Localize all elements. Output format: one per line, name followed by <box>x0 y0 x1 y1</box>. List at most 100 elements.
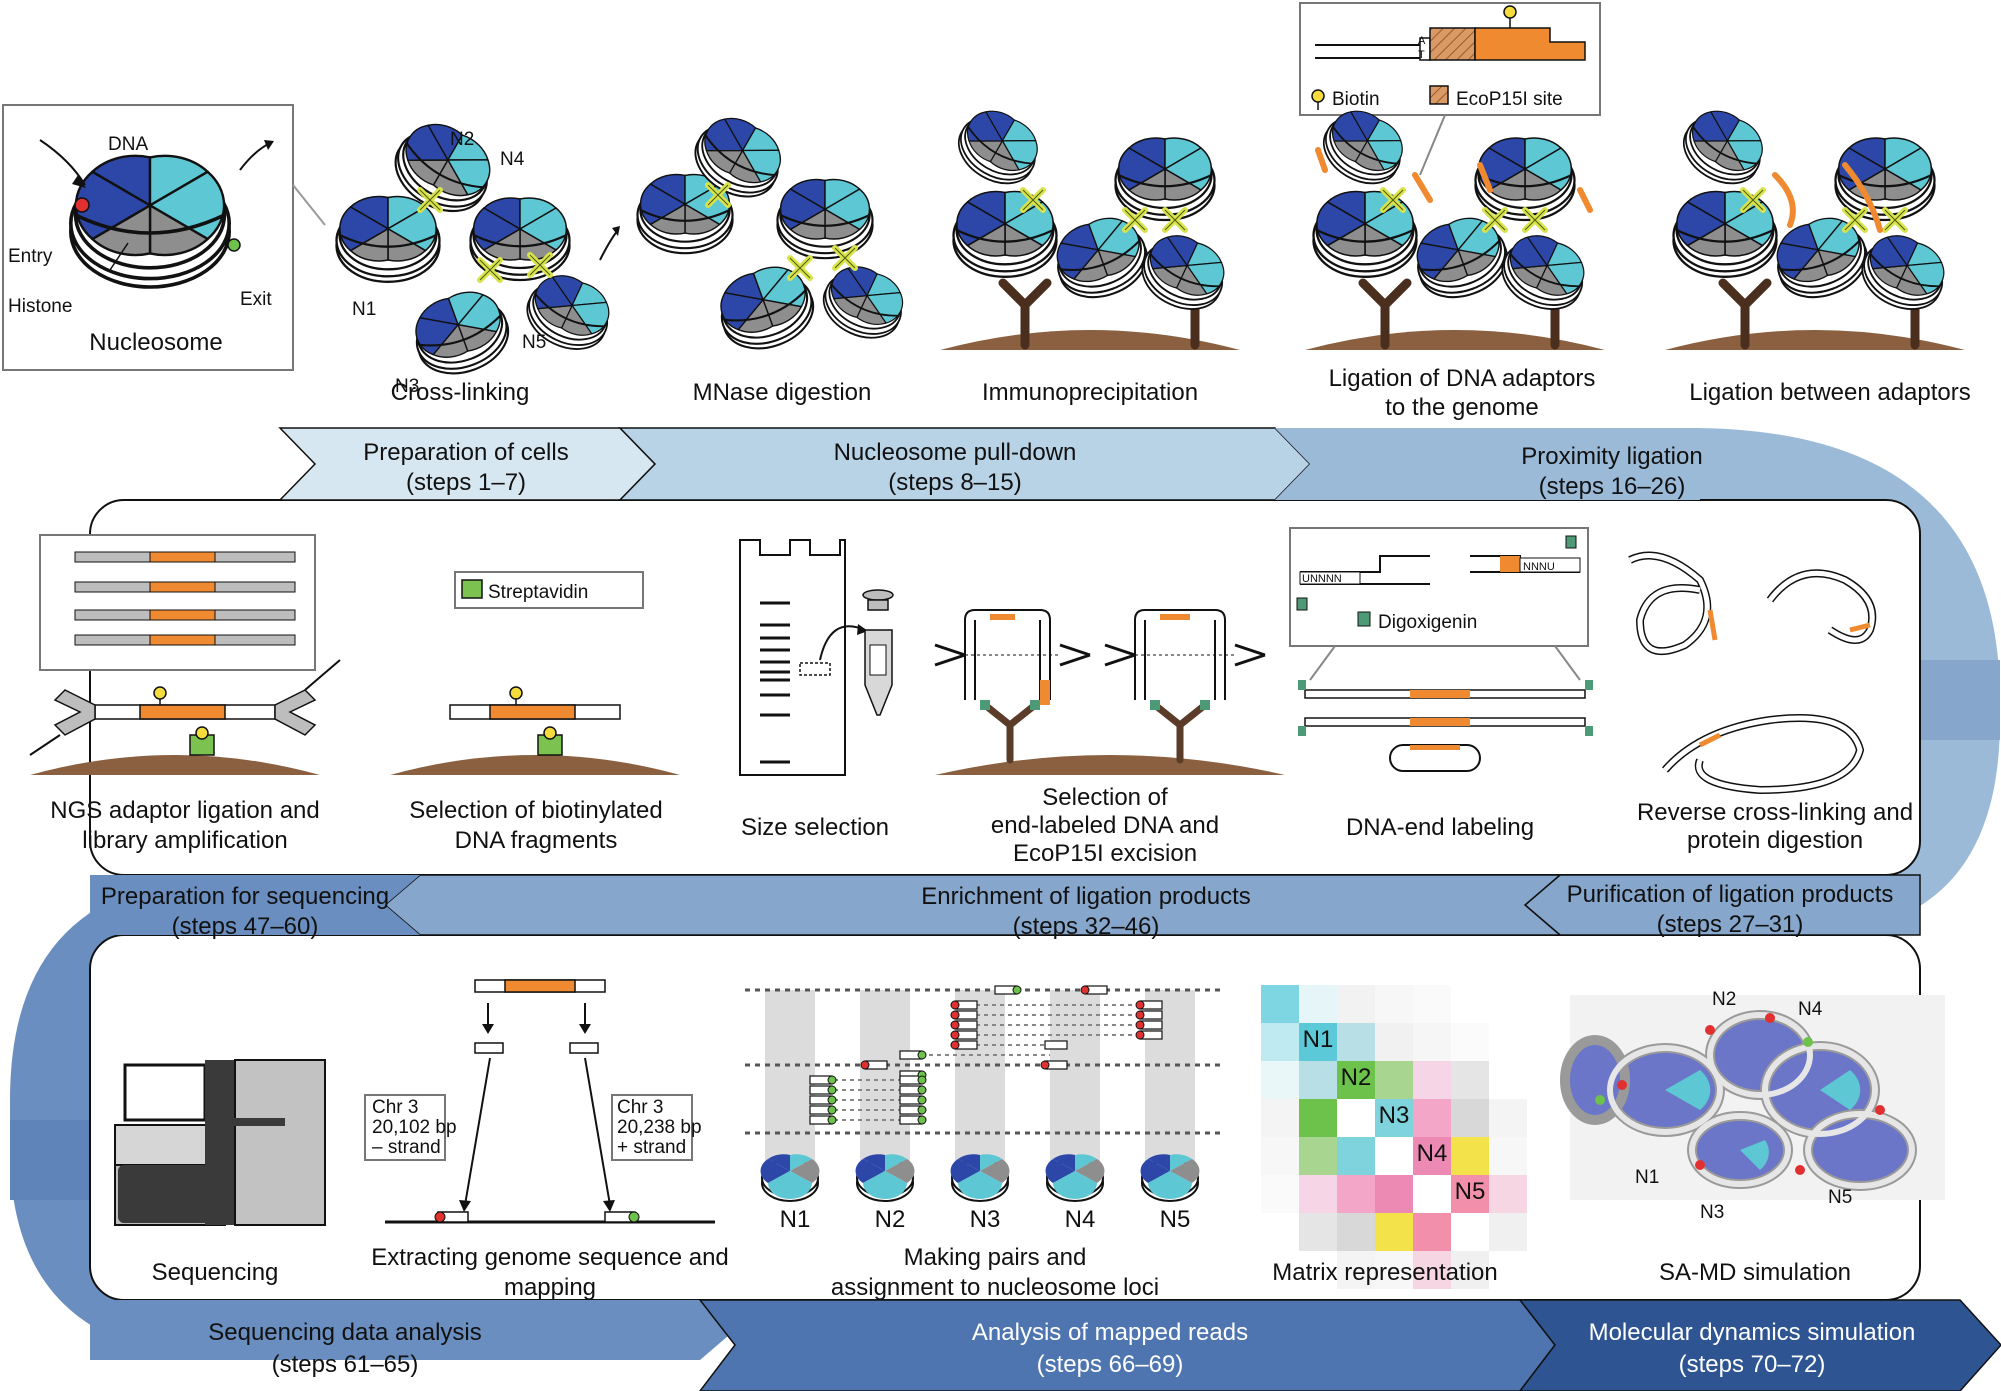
ligation-adaptors-label-2: to the genome <box>1385 394 1538 421</box>
mapping-label-2: mapping <box>504 1274 596 1301</box>
adaptor-legend: A T Biotin EcoP15I site <box>1299 2 1601 116</box>
crosslinking-illustration: N2 N4 N1 N3 N5 Cross-linking <box>335 109 621 406</box>
stage-purification-steps: (steps 27–31) <box>1657 911 1804 938</box>
matrix-cell <box>1375 1175 1413 1213</box>
inset-dna-label: DNA <box>108 134 148 155</box>
stage-prep-seq-steps: (steps 47–60) <box>172 913 319 940</box>
dnaend-label: DNA-end labeling <box>1346 814 1534 841</box>
matrix-cell <box>1451 1175 1489 1213</box>
chr-left-l3: – strand <box>372 1137 441 1158</box>
matrix-cell <box>1375 1251 1413 1289</box>
legend-a: A <box>1418 35 1426 47</box>
nnnu-label: NNNU <box>1523 561 1555 573</box>
samd-n1: N1 <box>1635 1167 1659 1188</box>
matrix-cell <box>1413 1213 1451 1251</box>
matrix-cell <box>1299 1099 1337 1137</box>
sequencing-label: Sequencing <box>152 1259 279 1286</box>
matrix-cell <box>1489 1137 1527 1175</box>
matrix-cell <box>1413 985 1451 1023</box>
ip-illustration: Immunoprecipitation <box>940 98 1240 406</box>
endlabel-label-3: EcoP15I excision <box>1013 840 1197 867</box>
matrix-cell <box>1451 985 1489 1023</box>
matrix-cell <box>1261 1099 1299 1137</box>
digoxigenin-label: Digoxigenin <box>1378 612 1477 633</box>
matrix-n1: N1 <box>1303 1026 1334 1053</box>
matrix-cell <box>1451 1137 1489 1175</box>
samd-n5: N5 <box>1828 1187 1852 1208</box>
samd-n2: N2 <box>1712 989 1736 1010</box>
entry-marker <box>74 197 90 213</box>
matrix-cell <box>1451 1061 1489 1099</box>
stage-prep-cells-title: Preparation of cells <box>363 439 568 466</box>
legend-biotin: Biotin <box>1332 89 1380 110</box>
nucleosome-inset: DNA Entry Histone Exit Nucleosome <box>2 104 294 371</box>
matrix-cell <box>1261 1061 1299 1099</box>
matrix-cell <box>1375 985 1413 1023</box>
matrix-cell <box>1337 1099 1375 1137</box>
samd-n3: N3 <box>1700 1202 1724 1223</box>
stage-proximity-steps: (steps 16–26) <box>1539 473 1686 500</box>
dnaend-illustration: UNNNN NNNU Digoxigenin DNA-end labeling <box>1289 527 1593 841</box>
matrix-cell <box>1337 1061 1375 1099</box>
stage-purification: Purification of ligation products (steps… <box>1523 874 1921 938</box>
matrix-cell <box>1261 1137 1299 1175</box>
chr-left-l2: 20,102 bp <box>372 1117 457 1138</box>
stage-prep-cells-steps: (steps 1–7) <box>406 469 526 496</box>
stage-purification-title: Purification of ligation products <box>1567 881 1894 908</box>
ip-label: Immunoprecipitation <box>982 379 1198 406</box>
matrix-cell <box>1375 1137 1413 1175</box>
biotinylated-label-1: Selection of biotinylated <box>409 797 663 824</box>
stage-pulldown: Nucleosome pull-down (steps 8–15) <box>618 427 1312 501</box>
stage-md-steps: (steps 70–72) <box>1679 1351 1826 1378</box>
matrix-cell <box>1413 1251 1451 1289</box>
reverse-label-1: Reverse cross-linking and <box>1637 799 1913 826</box>
ecop-site-icon <box>1429 85 1449 105</box>
matrix-cell <box>1489 1175 1527 1213</box>
matrix-label: Matrix representation <box>1272 1259 1497 1286</box>
matrix-cell <box>1261 1023 1299 1061</box>
mnase-illustration: MNase digestion <box>636 104 915 406</box>
inset-entry-label: Entry <box>8 246 53 267</box>
ligation-adaptors-label-1: Ligation of DNA adaptors <box>1329 365 1596 392</box>
chr-left-l1: Chr 3 <box>372 1097 418 1118</box>
streptavidin-icon <box>461 579 483 599</box>
stage-seq-analysis-title: Sequencing data analysis <box>208 1319 482 1346</box>
inset-histone-label: Histone <box>8 296 72 317</box>
reverse-illustration: Reverse cross-linking and protein digest… <box>1628 551 1913 854</box>
matrix-cell <box>1489 985 1527 1023</box>
matrix-n4: N4 <box>1417 1140 1448 1167</box>
crosslink-n1: N1 <box>352 299 376 320</box>
matrix-cell <box>1413 1137 1451 1175</box>
stage-prep-seq-title: Preparation for sequencing <box>101 883 389 910</box>
matrix-cell <box>1375 1213 1413 1251</box>
chr-right-l1: Chr 3 <box>617 1097 663 1118</box>
stage-enrichment: Enrichment of ligation products (steps 3… <box>383 874 1563 940</box>
matrix-cell <box>1413 1061 1451 1099</box>
pairs-n4: N4 <box>1065 1206 1096 1233</box>
scissors-icon <box>934 643 1266 667</box>
matrix-cell <box>1299 1251 1337 1289</box>
matrix-cell <box>1375 1023 1413 1061</box>
stage-proximity-title: Proximity ligation <box>1521 443 1702 470</box>
matrix-cell <box>1261 1213 1299 1251</box>
pairs-n3: N3 <box>970 1206 1001 1233</box>
pairs-label-1: Making pairs and <box>904 1244 1087 1271</box>
stage-mapped-steps: (steps 66–69) <box>1037 1351 1184 1378</box>
pairs-illustration: N1 N2 N3 N4 N5 Making pairs and assignme… <box>745 985 1225 1301</box>
matrix-cell <box>1299 1061 1337 1099</box>
matrix-cell <box>1489 1099 1527 1137</box>
biotin-icon <box>1311 89 1325 103</box>
size-selection-illustration: Size selection <box>739 539 894 841</box>
stage-enrichment-title: Enrichment of ligation products <box>921 883 1251 910</box>
inset-exit-label: Exit <box>240 289 272 310</box>
matrix-cell <box>1299 985 1337 1023</box>
matrix-cell <box>1261 1251 1299 1289</box>
matrix-cell <box>1299 1137 1337 1175</box>
matrix-cell <box>1337 985 1375 1023</box>
library-fragments <box>74 551 296 646</box>
matrix-cell <box>1375 1061 1413 1099</box>
exit-marker <box>227 238 241 252</box>
endlabel-selection-illustration: Selection of end-labeled DNA and EcoP15I… <box>934 609 1285 867</box>
samd-n4: N4 <box>1798 999 1823 1020</box>
matrix-cell <box>1451 1099 1489 1137</box>
